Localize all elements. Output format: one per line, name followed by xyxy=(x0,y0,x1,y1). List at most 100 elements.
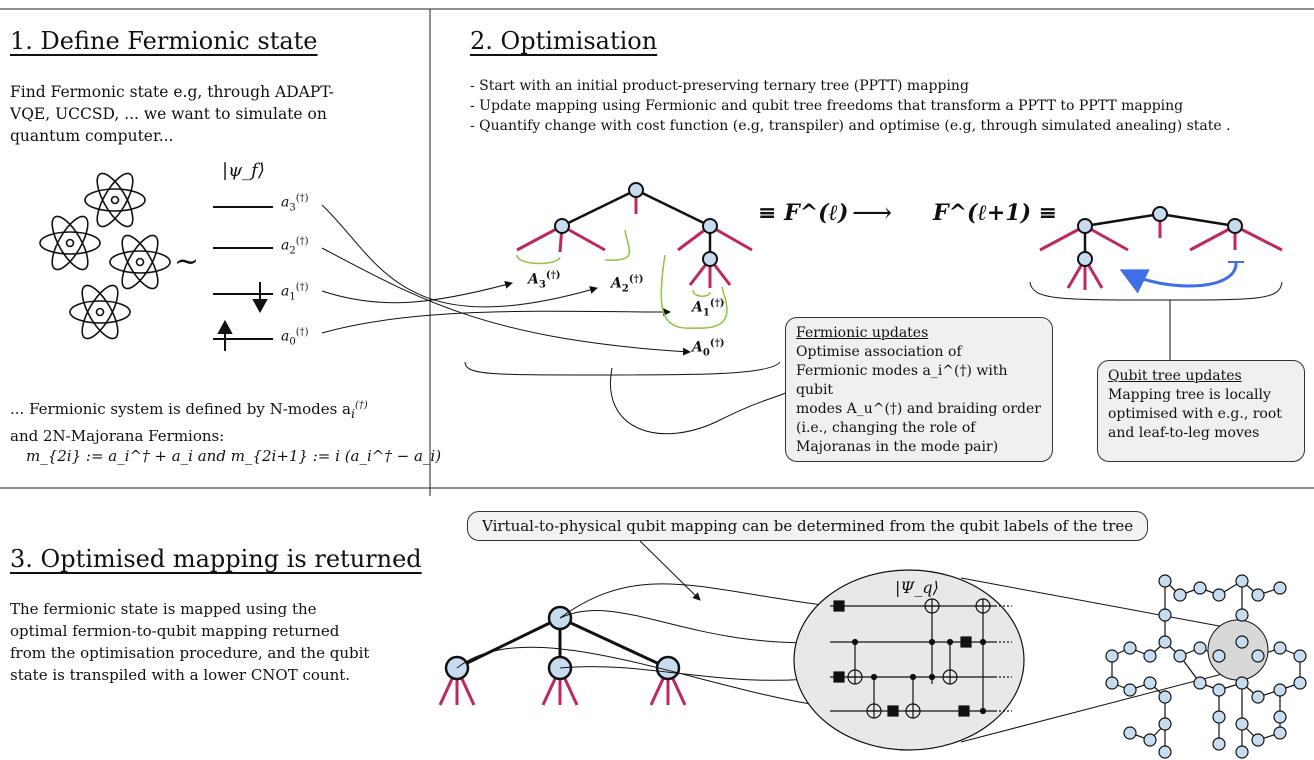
lattice-qubit xyxy=(1273,641,1287,655)
lattice-qubit xyxy=(1251,649,1265,663)
lattice-qubit xyxy=(1235,574,1249,588)
lattice-qubit xyxy=(1158,690,1172,704)
box-title: Fermionic updates xyxy=(796,325,929,341)
lattice-qubit xyxy=(1105,649,1119,663)
leaf-move-arrow xyxy=(1119,261,1244,294)
bullet-item: - Quantify change with cost function (e.… xyxy=(470,118,1231,134)
lattice-qubit xyxy=(1123,683,1137,697)
lattice-qubit xyxy=(1123,726,1137,740)
lattice-qubit xyxy=(1212,649,1226,663)
intro-line: quantum computer... xyxy=(10,127,174,145)
mode-a1: a1(†) xyxy=(281,282,309,303)
tree-f-l xyxy=(516,182,753,329)
lattice-qubit xyxy=(1235,717,1249,731)
lattice-qubit xyxy=(1273,726,1287,740)
lattice-qubit xyxy=(1193,676,1207,690)
box-line: optimised with e.g., root xyxy=(1108,406,1282,422)
text-line: state is transpiled with a lower CNOT co… xyxy=(10,666,351,684)
text-line: The fermionic state is mapped using the xyxy=(10,600,317,618)
lattice-qubit xyxy=(1105,676,1119,690)
box-line: Mapping tree is locally xyxy=(1108,387,1271,403)
box-line: Majoranas in the mode pair) xyxy=(796,439,999,455)
majorana-equation: m_{2i} := a_i^† + a_i and m_{2i+1} := i … xyxy=(26,447,442,465)
quantum-circuit xyxy=(830,598,1012,719)
mode-association-curves xyxy=(321,204,691,356)
lattice-qubit xyxy=(1235,745,1249,759)
lattice-qubit xyxy=(1273,581,1287,595)
lattice-qubit xyxy=(1143,676,1157,690)
lattice-qubit xyxy=(1235,635,1249,649)
lattice-qubit xyxy=(1293,649,1307,663)
box-line: Optimise association of xyxy=(796,344,962,360)
lattice-qubit xyxy=(1193,581,1207,595)
box-line: Fermionic modes a_i^(†) with qubit xyxy=(796,363,1008,398)
section3-heading: 3. Optimised mapping is returned xyxy=(10,545,422,573)
lattice-qubit xyxy=(1158,574,1172,588)
lattice-qubit xyxy=(1273,710,1287,724)
qubit-mode-a2: A2(†) xyxy=(611,274,644,295)
lattice-qubit xyxy=(1158,635,1172,649)
text-line: from the optimisation procedure, and the… xyxy=(10,644,370,662)
lattice-qubit xyxy=(1173,649,1187,663)
lattice-qubit xyxy=(1143,733,1157,747)
bullet-item: - Update mapping using Fermionic and qub… xyxy=(470,98,1184,114)
fermionic-updates-box: Fermionic updates Optimise association o… xyxy=(785,317,1053,462)
box-line: and leaf-to-leg moves xyxy=(1108,425,1260,441)
lattice-qubit xyxy=(1235,676,1249,690)
lattice-qubit xyxy=(1273,683,1287,697)
qubit-state-label: |Ψ_q⟩ xyxy=(895,578,939,597)
box-line: modes A_u^(†) and braiding order xyxy=(796,401,1041,417)
qubit-mode-a1: A1(†) xyxy=(692,298,725,319)
lattice-qubit xyxy=(1235,608,1249,622)
lattice-qubit xyxy=(1158,745,1172,759)
section2-heading: 2. Optimisation xyxy=(470,27,658,55)
section1-heading: 1. Define Fermionic state xyxy=(10,27,318,55)
transform-arrow: ⟶ xyxy=(852,196,893,229)
lattice-qubit xyxy=(1173,588,1187,602)
lattice-qubit xyxy=(1212,683,1226,697)
energy-levels xyxy=(213,206,273,340)
lattice-qubit xyxy=(1143,649,1157,663)
lattice-qubit xyxy=(1212,588,1226,602)
lattice-qubit xyxy=(1293,676,1307,690)
tree-f-l-plus-1 xyxy=(1029,206,1283,360)
lattice-qubit xyxy=(1193,641,1207,655)
fermionic-state-label: |ψ_f⟩ xyxy=(222,160,265,181)
lattice-qubit xyxy=(1123,641,1137,655)
lattice-qubit xyxy=(1251,690,1265,704)
equiv-f-l-plus-1: F^(ℓ+1) ≡ xyxy=(933,200,1058,226)
intro-line: Find Fermonic state e.g, through ADAPT- xyxy=(10,83,334,101)
tilde: ~ xyxy=(174,244,200,279)
equiv-f-l: ≡ F^(ℓ) xyxy=(758,200,849,226)
qubit-mode-a3: A3(†) xyxy=(528,270,561,291)
atoms-icon xyxy=(39,172,171,340)
box-line: (i.e., changing the role of xyxy=(796,420,976,436)
section2-bullets: - Start with an initial product-preservi… xyxy=(470,76,1231,136)
fermionic-system-text: ... Fermionic system is defined by N-mod… xyxy=(10,400,368,445)
section1-intro: Find Fermonic state e.g, through ADAPT- … xyxy=(10,81,420,147)
lattice-qubit xyxy=(1212,710,1226,724)
section3-text: The fermionic state is mapped using the … xyxy=(10,598,425,686)
hardware-lattice xyxy=(1105,574,1307,759)
lattice-qubit xyxy=(1158,717,1172,731)
optimised-tree xyxy=(438,605,687,706)
circuit-ellipse xyxy=(793,569,1025,751)
qubit-mode-a0: A0(†) xyxy=(692,338,725,359)
spin-down-arrow xyxy=(252,282,268,314)
lattice-qubit xyxy=(1251,588,1265,602)
mode-a2: a2(†) xyxy=(281,236,309,257)
intro-line: VQE, UCCSD, ... we want to simulate on xyxy=(10,105,327,123)
lattice-qubit xyxy=(1212,737,1226,751)
spin-up-arrow xyxy=(217,319,233,351)
lattice-qubit xyxy=(1251,733,1265,747)
bullet-item: - Start with an initial product-preservi… xyxy=(470,78,969,94)
lattice-qubit xyxy=(1158,608,1172,622)
tree-to-circuit-curves xyxy=(456,583,831,708)
virtual-to-physical-box: Virtual-to-physical qubit mapping can be… xyxy=(467,511,1149,541)
qubit-tree-updates-box: Qubit tree updates Mapping tree is local… xyxy=(1097,360,1305,462)
box-title: Qubit tree updates xyxy=(1108,368,1242,384)
mode-a3: a3(†) xyxy=(281,193,309,214)
text-line: optimal fermion-to-qubit mapping returne… xyxy=(10,622,340,640)
mode-a0: a0(†) xyxy=(281,327,309,348)
